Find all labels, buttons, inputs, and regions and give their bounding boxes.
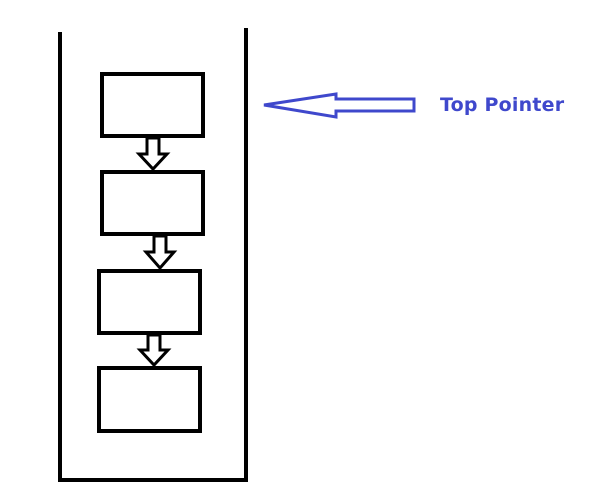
top-pointer-label: Top Pointer <box>440 94 565 116</box>
stack-node <box>100 170 205 236</box>
link-arrow <box>142 234 178 271</box>
stack-node <box>97 269 202 335</box>
stack-container <box>58 28 248 482</box>
top-pointer-arrow <box>263 92 416 119</box>
link-arrow <box>135 136 171 172</box>
link-arrow <box>136 333 172 368</box>
stack-node <box>97 366 202 433</box>
stack-node <box>100 72 205 138</box>
